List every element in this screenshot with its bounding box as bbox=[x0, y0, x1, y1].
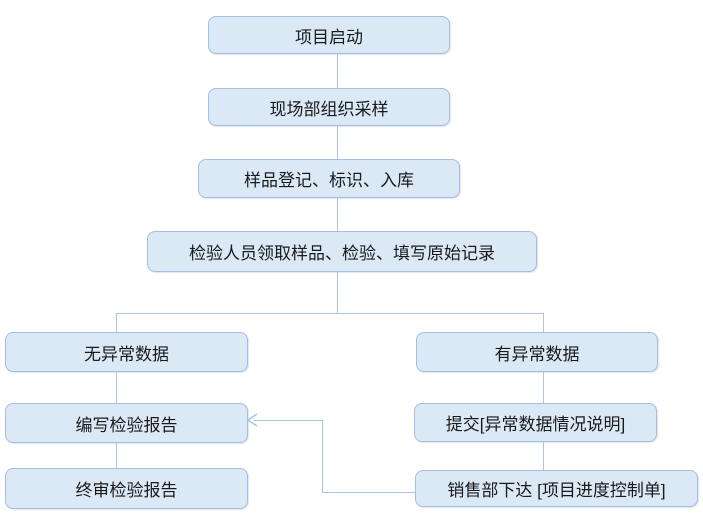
node-write-report: 编写检验报告 bbox=[5, 403, 248, 443]
node-label: 项目启动 bbox=[295, 27, 363, 47]
node-inspection-process: 检验人员领取样品、检验、填写原始记录 bbox=[147, 231, 537, 272]
node-no-abnormal-data: 无异常数据 bbox=[5, 332, 248, 372]
connector-feedback-top bbox=[254, 420, 323, 421]
connector-branch-left-drop bbox=[116, 313, 117, 332]
connector-abnormal-to-submit bbox=[543, 372, 544, 403]
connector-feedback-bottom bbox=[322, 492, 415, 493]
node-submit-abnormal-note: 提交[异常数据情况说明] bbox=[414, 403, 657, 442]
node-label: 有异常数据 bbox=[494, 344, 580, 364]
arrowhead-left-icon bbox=[247, 413, 258, 427]
connector-sampling-to-registration bbox=[337, 126, 338, 159]
node-label: 无异常数据 bbox=[84, 344, 169, 364]
connector-inspection-to-branch bbox=[337, 272, 338, 313]
connector-feedback-vertical bbox=[322, 420, 323, 493]
connector-submit-to-sales bbox=[543, 442, 544, 470]
node-label: 编写检验报告 bbox=[75, 415, 178, 435]
node-sample-registration: 样品登记、标识、入库 bbox=[198, 159, 460, 198]
connector-branch-horizontal bbox=[116, 313, 544, 314]
node-label: 提交[异常数据情况说明] bbox=[445, 415, 626, 434]
connector-branch-right-drop bbox=[543, 313, 544, 332]
connector-registration-to-inspection bbox=[337, 198, 338, 231]
node-abnormal-data: 有异常数据 bbox=[416, 332, 658, 372]
node-project-start: 项目启动 bbox=[208, 16, 450, 54]
node-final-review-report: 终审检验报告 bbox=[5, 468, 248, 509]
node-label: 销售部下达 [项目进度控制单] bbox=[447, 481, 666, 500]
connector-write-to-finalreview bbox=[116, 443, 117, 468]
node-label: 样品登记、标识、入库 bbox=[244, 171, 414, 190]
connector-start-to-sampling bbox=[337, 54, 338, 88]
node-site-sampling: 现场部组织采样 bbox=[208, 88, 450, 126]
node-label: 检验人员领取样品、检验、填写原始记录 bbox=[189, 244, 495, 263]
node-sales-issue-control: 销售部下达 [项目进度控制单] bbox=[415, 470, 698, 507]
node-label: 终审检验报告 bbox=[75, 481, 178, 500]
connector-noabnormal-to-write bbox=[116, 372, 117, 403]
node-label: 现场部组织采样 bbox=[269, 99, 389, 119]
